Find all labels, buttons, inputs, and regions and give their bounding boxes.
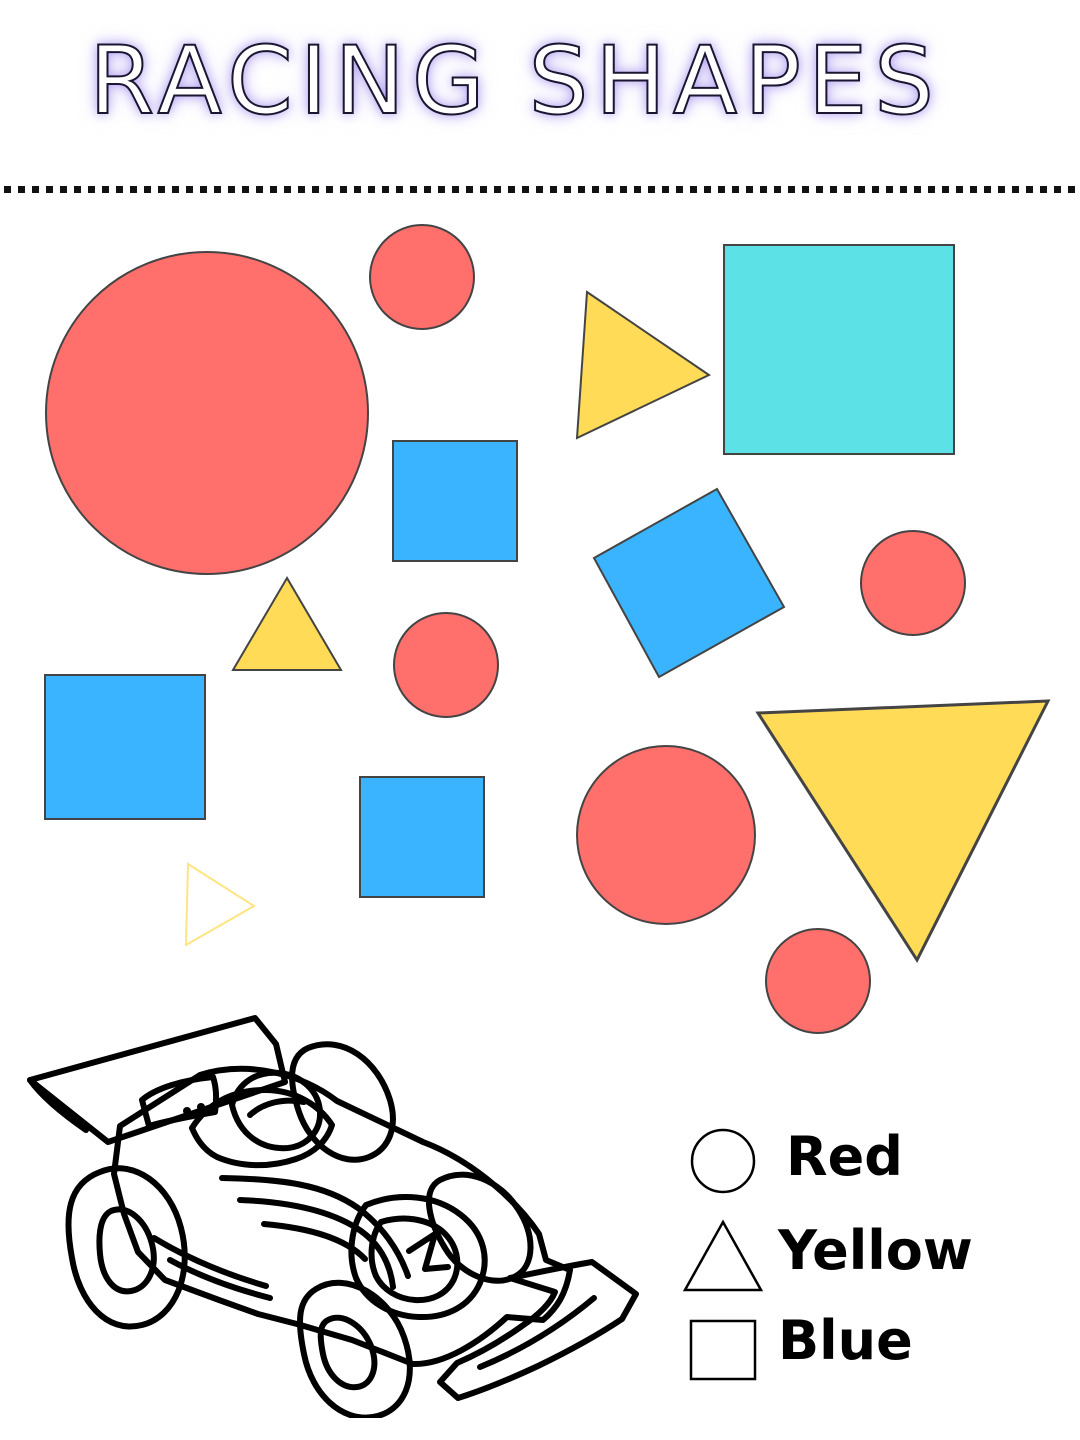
blue-square-center-top [392,440,518,562]
red-circle-middle [393,612,499,718]
rear-wing-rivet-2 [197,1103,205,1111]
large-yellow-triangle [755,699,1051,964]
yellow-triangle-top [575,290,712,440]
rear-wheel-left-rim [96,1206,157,1295]
cockpit-outline [189,1087,335,1169]
front-wing-outline [437,1259,639,1401]
rear-wheel-left [65,1165,188,1330]
legend-label-red: Red [786,1125,903,1188]
rear-wing-outline [27,1015,288,1145]
blue-square-bottom [359,776,485,898]
red-circle-right [860,530,966,636]
small-red-circle [369,224,475,330]
rear-wing-top-edge [27,1077,89,1133]
nose-section [348,1194,488,1321]
rear-wing-rivet-1 [183,1107,191,1115]
rear-wheel-right [289,1041,396,1163]
legend-label-blue: Blue [778,1309,913,1372]
number-badge [406,1231,451,1272]
page-title: RACING SHAPES [88,26,941,137]
cyan-square [723,244,955,455]
race-car-illustration [27,1015,639,1418]
engine-cover [139,1074,220,1129]
front-wing-inner-line [477,1295,597,1370]
body-curve-line-1 [219,1175,411,1279]
rotated-blue-square [592,487,786,679]
front-wheel-left-rim [317,1314,378,1391]
legend-circle-icon [690,1128,756,1194]
large-red-circle [45,251,369,575]
faint-yellow-triangle-outline [184,862,256,947]
dotted-divider [4,186,1076,193]
side-pod-lines [151,1235,273,1301]
red-circle-bottom [765,928,871,1034]
driver-helmet-outline [229,1069,323,1152]
legend-square-icon [689,1319,757,1381]
front-wheel-left [297,1279,413,1418]
front-wheel-right [425,1171,534,1284]
yellow-triangle-small [231,576,343,671]
body-curve-line-3 [261,1221,368,1262]
red-circle-bottom-large [576,745,756,925]
legend-label-yellow: Yellow [778,1219,973,1282]
blue-square-left [44,674,206,820]
legend-triangle-icon [682,1219,764,1292]
